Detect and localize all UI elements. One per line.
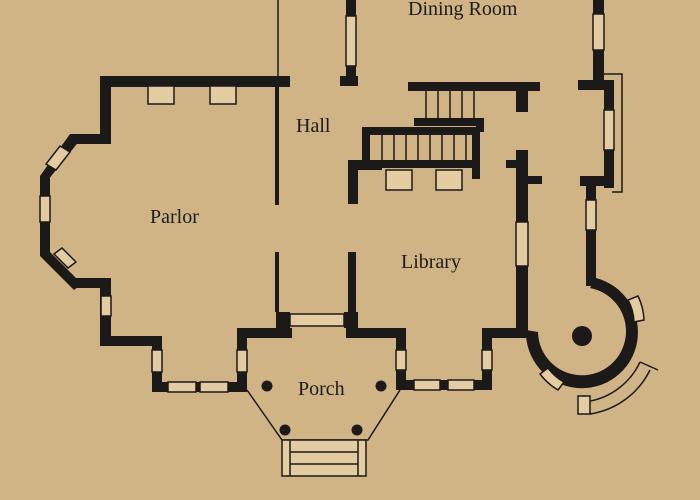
parlor-walls <box>40 76 292 392</box>
porch-column-icon <box>351 424 363 436</box>
library-walls <box>346 150 542 391</box>
room-label-porch: Porch <box>298 378 345 400</box>
porch-column-icon <box>261 380 273 392</box>
tower-column-icon <box>572 326 592 346</box>
tower-walls <box>525 0 659 415</box>
room-label-library: Library <box>401 251 461 273</box>
room-label-dining-room: Dining Room <box>408 0 518 20</box>
porch <box>246 312 401 477</box>
porch-column-icon <box>279 424 291 436</box>
porch-column-icon <box>375 380 387 392</box>
room-label-hall: Hall <box>296 115 331 137</box>
parlor-windows <box>39 85 248 393</box>
room-label-parlor: Parlor <box>150 206 199 228</box>
staircase <box>362 88 484 191</box>
